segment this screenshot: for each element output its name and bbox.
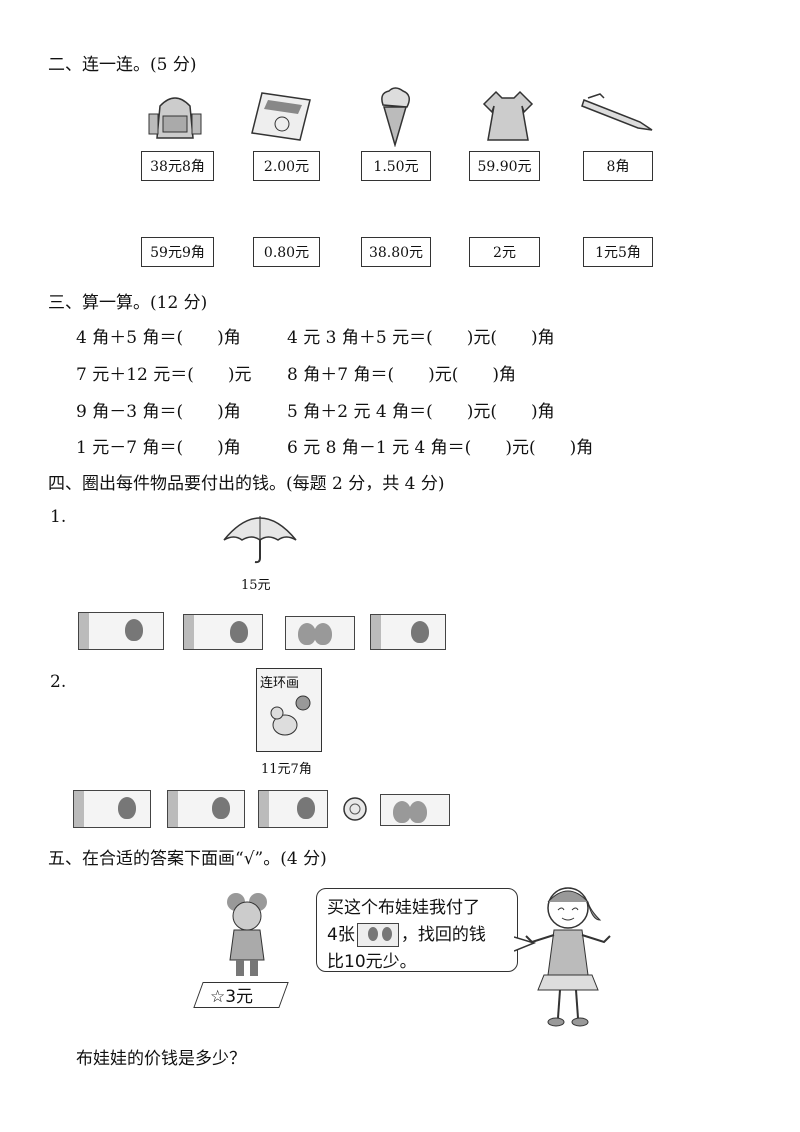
bubble-tail: [514, 936, 536, 952]
top-price-box-3[interactable]: 1.50元: [361, 151, 431, 181]
q2-note-1-yuan[interactable]: [258, 790, 328, 828]
section5-title: 五、在合适的答案下面画“√”。(4 分): [48, 849, 327, 869]
comic-book-title: 连环画: [260, 676, 300, 691]
chick-icon: [270, 695, 311, 736]
bubble-line-3: 比10元少。: [327, 952, 417, 972]
calc-r1-right[interactable]: 4 元 3 角＋5 元＝( )元( )角: [287, 328, 555, 348]
section4-title: 四、圈出每件物品要付出的钱。(每题 2 分，共 4 分): [48, 474, 445, 494]
bottom-price-box-1[interactable]: 59元9角: [141, 237, 214, 267]
coin-5-jiao[interactable]: [342, 796, 368, 822]
doll-icon: [227, 893, 267, 976]
bottom-price-box-3[interactable]: 38.80元: [361, 237, 431, 267]
dress-icon: [482, 90, 534, 141]
top-price-box-4[interactable]: 59.90元: [469, 151, 540, 181]
speech-bubble: 买这个布娃娃我付了 4张 ，找回的钱 比10元少。: [316, 888, 518, 972]
portrait-icon: [314, 623, 332, 645]
q1-note-jiao[interactable]: [285, 616, 355, 650]
top-price-box-1[interactable]: 38元8角: [141, 151, 214, 181]
calc-r3-left[interactable]: 9 角－3 角＝( )角: [76, 402, 241, 422]
banknote-icon: [356, 923, 399, 947]
portrait-icon: [409, 801, 427, 823]
q1-note-10-yuan[interactable]: [78, 612, 164, 650]
note-stripe: [184, 615, 194, 649]
backpack-icon: [148, 97, 202, 139]
calc-r3-right[interactable]: 5 角＋2 元 4 角＝( )元( )角: [287, 402, 555, 422]
note-stripe: [371, 615, 381, 649]
portrait-icon: [230, 621, 248, 643]
q1-number: 1.: [50, 507, 67, 527]
ice-cream-icon: [381, 87, 410, 147]
q1-price: 15元: [241, 578, 271, 593]
bubble-line-2-pre: 4张: [327, 925, 355, 945]
q1-note-5-yuan-a[interactable]: [183, 614, 263, 650]
portrait-icon: [125, 619, 143, 641]
portrait-icon: [212, 797, 230, 819]
q2-note-10-yuan[interactable]: [73, 790, 151, 828]
bubble-line-2: 4张 ，找回的钱: [327, 922, 507, 949]
girl-icon: [525, 887, 611, 1027]
bubble-line-2-post: ，找回的钱: [400, 925, 486, 945]
note-stripe: [259, 791, 269, 827]
bottom-price-box-5[interactable]: 1元5角: [583, 237, 653, 267]
note-stripe: [74, 791, 84, 827]
portrait-icon: [298, 623, 316, 645]
note-stripe: [79, 613, 89, 649]
q2-note-jiao[interactable]: [380, 794, 450, 826]
q2-number: 2.: [50, 672, 67, 692]
calc-r2-right[interactable]: 8 角＋7 角＝( )元( )角: [287, 365, 516, 385]
portrait-icon: [393, 801, 411, 823]
portrait-icon: [297, 797, 315, 819]
q1-note-5-yuan-b[interactable]: [370, 614, 446, 650]
price-tag-text: ☆3元: [210, 987, 254, 1007]
top-price-box-5[interactable]: 8角: [583, 151, 653, 181]
calc-r2-left[interactable]: 7 元＋12 元＝( )元: [76, 365, 252, 385]
section5-question: 布娃娃的价钱是多少？: [76, 1049, 246, 1069]
pen-icon: [581, 93, 653, 131]
comic-book: 连环画: [256, 668, 322, 752]
section2-title: 二、连一连。(5 分): [48, 55, 197, 75]
bottom-price-box-4[interactable]: 2元: [469, 237, 540, 267]
bubble-line-1: 买这个布娃娃我付了: [327, 898, 480, 918]
section3-title: 三、算一算。(12 分): [48, 293, 208, 313]
q2-note-5-yuan[interactable]: [167, 790, 245, 828]
calc-r1-left[interactable]: 4 角＋5 角＝( )角: [76, 328, 241, 348]
calc-r4-left[interactable]: 1 元－7 角＝( )角: [76, 438, 241, 458]
bottom-price-box-2[interactable]: 0.80元: [253, 237, 320, 267]
book-icon: [251, 92, 311, 141]
top-price-box-2[interactable]: 2.00元: [253, 151, 320, 181]
portrait-icon: [411, 621, 429, 643]
note-stripe: [168, 791, 178, 827]
umbrella-icon: [223, 516, 297, 564]
q2-price: 11元7角: [261, 762, 312, 777]
calc-r4-right[interactable]: 6 元 8 角－1 元 4 角＝( )元( )角: [287, 438, 594, 458]
portrait-icon: [118, 797, 136, 819]
